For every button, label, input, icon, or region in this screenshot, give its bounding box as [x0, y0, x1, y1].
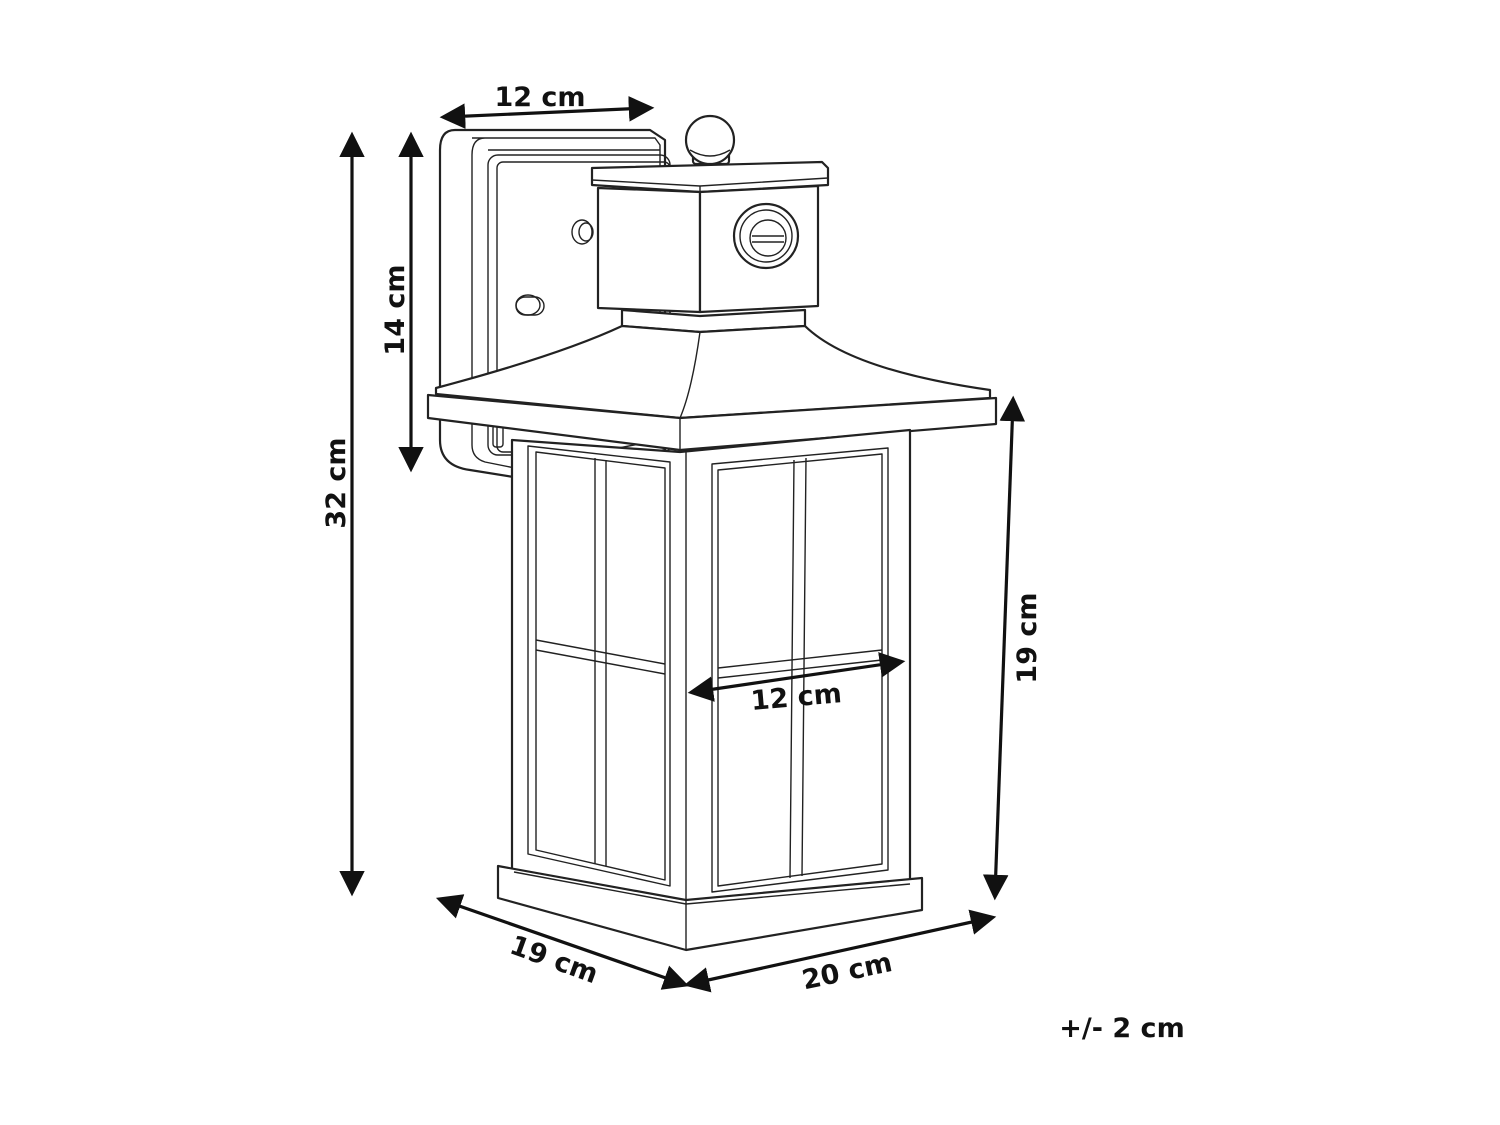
base-depth-arrow — [435, 894, 690, 990]
body-height-arrow — [982, 395, 1026, 901]
mount-width-label: 12 cm — [494, 82, 585, 113]
mount-width-arrow — [439, 96, 655, 129]
mount-height-label: 14 cm — [380, 264, 411, 355]
tolerance-note: +/- 2 cm — [1059, 1013, 1184, 1044]
motion-sensor-icon — [732, 202, 800, 270]
total-height-label: 32 cm — [321, 437, 352, 528]
finial-ball — [684, 114, 736, 166]
wall-lantern-drawing — [426, 114, 998, 952]
inner-width-arrow — [687, 652, 906, 702]
base-width-arrow — [683, 909, 997, 993]
base-width-label: 20 cm — [799, 947, 895, 996]
dimension-lines — [339, 96, 1026, 993]
body-height-label: 19 cm — [1012, 592, 1043, 683]
